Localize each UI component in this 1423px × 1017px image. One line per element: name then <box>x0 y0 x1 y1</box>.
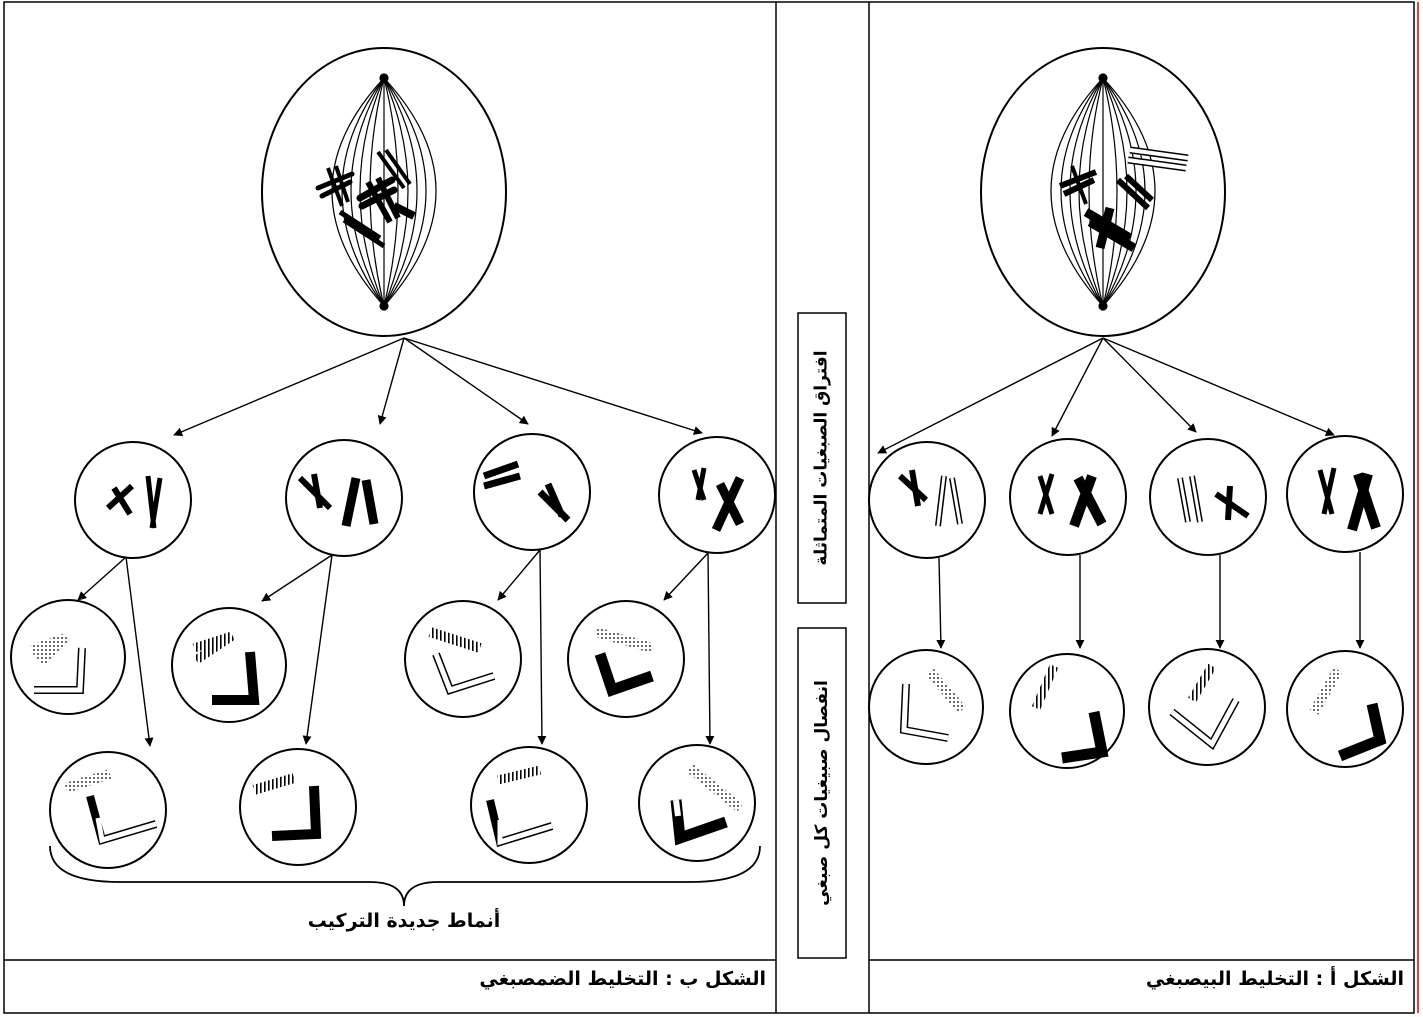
figure-b-daughter-chromosomes <box>105 460 745 532</box>
figure-b-arrows-2 <box>77 549 715 747</box>
figure-a-gametes <box>868 648 1404 769</box>
recombinant-patterns-label: أنماط جديدة التركيب <box>307 910 501 932</box>
figure-a-gamete-chromatids <box>899 663 1387 764</box>
figure-b-brace <box>49 845 761 907</box>
figure-b-daughter-cells <box>74 433 776 559</box>
figure-a-daughter-cells <box>868 435 1404 559</box>
figure-a-arrows-2 <box>936 552 1365 649</box>
figure-a-daughter-chromosomes <box>897 467 1381 532</box>
figure-a-arrows-1 <box>877 337 1335 454</box>
chromatid-separation-text: انفصال صبيغيات كل صبغي <box>812 680 832 906</box>
homologous-separation-text: افتراق الصبغيات المتماثلة <box>811 350 832 566</box>
frame <box>3 1 1415 1014</box>
figure-b-gamete-chromatids <box>30 627 744 848</box>
figure-b-gametes <box>10 599 756 869</box>
figure-b-arrows-1 <box>173 337 703 436</box>
chromatid-separation-label: انفصال صبيغيات كل صبغي <box>798 628 846 958</box>
figure-b-tetrads <box>315 148 416 249</box>
figure-a-mother-cell <box>980 47 1226 337</box>
figure-b-caption: الشكل ب : التخليط الضمصبغي <box>479 968 766 990</box>
figure-a-tetrads <box>1058 146 1189 252</box>
homologous-separation-label: افتراق الصبغيات المتماثلة <box>798 313 846 603</box>
figure-a-caption: الشكل أ : التخليط البيصبغي <box>1145 968 1404 990</box>
